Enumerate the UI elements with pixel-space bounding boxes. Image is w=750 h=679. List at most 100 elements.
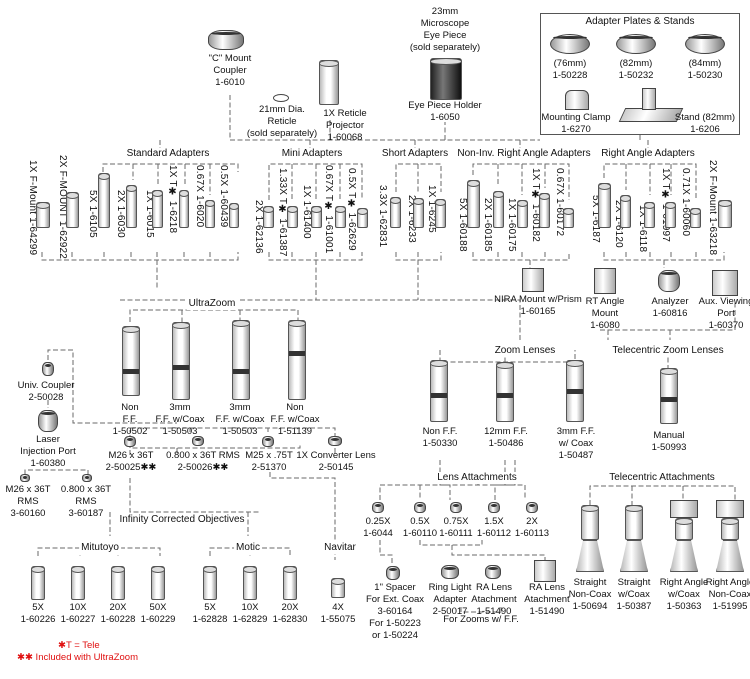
ultrazoom-non-ff-coax-icon — [288, 320, 306, 400]
rms-label: M26 x 36T — [5, 484, 51, 495]
adapter-label: 0.67X 1-6020 — [194, 165, 205, 228]
mount-part-number: 1-60165 — [520, 306, 556, 317]
adapter-tube-icon — [390, 197, 401, 228]
ultrazoom-heading: UltraZoom — [186, 298, 238, 310]
adapter-label: 5X 1-60188 — [457, 198, 468, 252]
univ-coupler-label: Univ. Coupler — [17, 380, 75, 391]
stand-part-number: 1-6206 — [690, 124, 720, 135]
adapter-tube-icon — [98, 173, 110, 228]
mount-part-number: 1-60370 — [708, 320, 744, 331]
adapter-plates-title: Adapter Plates & Stands — [585, 16, 695, 27]
adapter-tube-icon — [620, 195, 631, 228]
plate-84mm-icon — [685, 34, 725, 54]
short-adapters-heading: Short Adapters — [379, 148, 451, 160]
objective-mag: 20X — [109, 602, 127, 613]
clamp-label: Mounting Clamp — [541, 112, 611, 123]
ring-light-label-2: Adapter — [433, 594, 467, 605]
mounting-clamp-icon — [565, 90, 589, 110]
lens-attachment-icon — [450, 502, 462, 513]
reticle-label: 21mm Dia. — [259, 104, 305, 115]
adapter-label: 1X T✱ 1-6218 — [167, 165, 178, 234]
spacer-icon — [386, 566, 400, 580]
adapter-label: 2X 1-62136 — [253, 200, 264, 254]
lens-attachment-pn: 1-60110 — [402, 528, 438, 539]
adapter-tube-icon — [179, 190, 189, 228]
adapter-label: 1X T✱ 1-60182 — [530, 168, 541, 243]
adapter-label: 3.3X 1-62831 — [377, 185, 388, 248]
lens-attachment-icon — [372, 502, 384, 513]
adapter-tube-icon — [435, 199, 446, 228]
thread-label: 1X Converter Lens — [296, 450, 376, 461]
plate-label: (84mm) — [688, 58, 722, 69]
telecentric-manual-icon — [660, 368, 678, 424]
adapter-label: 2X 1-60185 — [482, 198, 493, 252]
c-mount-label-2: Coupler — [213, 65, 247, 76]
zoom-lens-label: 3mm F.F. — [556, 426, 596, 437]
eyepiece-label-2: Microscope — [420, 18, 470, 29]
plate-part-number: 1-50232 — [618, 70, 654, 81]
zoom-lens-label-2: w/ Coax — [558, 438, 594, 449]
zoom-label: 3mm — [169, 402, 191, 413]
adapter-tube-icon — [287, 206, 298, 228]
rms-label: 0.800 x 36T — [60, 484, 112, 495]
ra-lens-attachment-icon — [485, 565, 501, 579]
non-inv-ra-adapters-heading: Non-Inv. Right Angle Adapters — [455, 148, 593, 160]
manual-zoom-label: Manual — [653, 430, 685, 441]
plate-label: (82mm) — [619, 58, 653, 69]
spacer-note-2: or 1-50224 — [372, 630, 418, 641]
thread-label: 0.800 x 36T RMS — [166, 450, 240, 461]
ra-lens-label-2: Atachment — [471, 594, 517, 605]
objective-part-number: 1-55075 — [320, 614, 356, 625]
zoom-label-2: F.F. — [122, 414, 138, 425]
objective-icon — [31, 566, 45, 600]
analyzer-icon — [658, 270, 680, 292]
objective-icon — [151, 566, 165, 600]
telecentric-attachments-heading: Telecentric Attachments — [607, 472, 717, 484]
lens-attachment-pn: 1-60113 — [514, 528, 550, 539]
objective-icon — [243, 566, 257, 600]
ra-adapters-heading: Right Angle Adapters — [599, 148, 697, 160]
telecentric-l2: Non-Coax — [708, 589, 750, 600]
univ-coupler-part-number: 2-50028 — [28, 392, 64, 403]
adapter-tube-icon — [357, 208, 368, 228]
reticle-projector-icon — [319, 60, 339, 105]
telecentric-l1: Right Angle — [659, 577, 709, 588]
objective-icon — [283, 566, 297, 600]
ring-light-adapter-icon — [441, 565, 459, 579]
telecentric-pn: 1-50387 — [616, 601, 652, 612]
objective-part-number: 1-60226 — [20, 614, 56, 625]
adapter-label: 0.5X 1-60439 — [218, 165, 229, 228]
adapter-tube-icon — [335, 206, 346, 228]
ra-lens-label: RA Lens — [476, 582, 512, 593]
objective-icon — [331, 578, 345, 598]
adapter-tube-icon — [126, 185, 137, 228]
stand-label: Stand (82mm) — [674, 112, 736, 123]
objective-mag: 10X — [69, 602, 87, 613]
objective-part-number: 1-60229 — [140, 614, 176, 625]
adapter-label: 2X F-Mount 1-63218 — [707, 160, 718, 256]
zoom-label-2: F.F. w/Coax — [155, 414, 205, 425]
adapter-label: 5X 1-6105 — [87, 190, 98, 238]
adapter-tube-icon — [563, 208, 574, 228]
mount-part-number: 1-6080 — [590, 320, 620, 331]
lens-attachment-pn: 1-60112 — [476, 528, 512, 539]
adapter-label: 1X 1-60175 — [506, 198, 517, 252]
lens-attachment-mag: 2X — [526, 516, 538, 527]
objective-mag: 10X — [241, 602, 259, 613]
footnote-tele: ✱T = Tele — [58, 640, 100, 651]
lens-attachment-icon — [526, 502, 538, 513]
plate-part-number: 1-50228 — [552, 70, 588, 81]
telecentric-pn: 1-50363 — [666, 601, 702, 612]
adapter-tube-icon — [493, 191, 504, 228]
plate-label: (76mm) — [553, 58, 587, 69]
